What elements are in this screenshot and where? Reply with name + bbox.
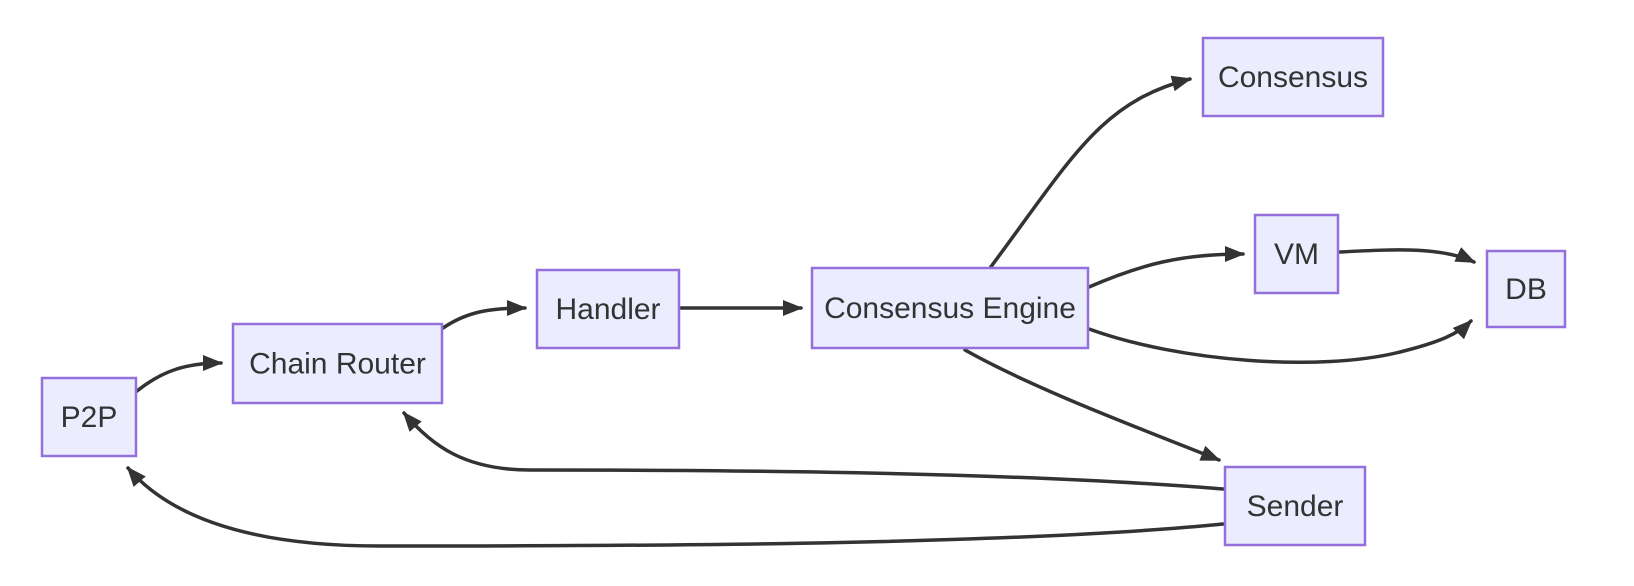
nodes-layer: P2P Chain Router Handler Consensus Engine Co… [40, 36, 1567, 547]
node-sender-label: Sender [1247, 490, 1344, 523]
node-sender: Sender [1223, 465, 1367, 547]
node-vm-box [1253, 213, 1340, 295]
node-db-box [1485, 249, 1567, 329]
node-handler-label: Handler [555, 293, 660, 326]
node-p2p-box [40, 376, 138, 458]
edge-consensus-engine-to-consensus [988, 75, 1192, 270]
edge-sender-to-p2p [126, 466, 1225, 548]
node-consensus: Consensus [1201, 36, 1385, 118]
node-chain-router-box [231, 322, 444, 405]
node-p2p-label: P2P [61, 401, 118, 434]
node-handler-box [535, 268, 681, 350]
node-vm: VM [1253, 213, 1340, 295]
node-p2p: P2P [40, 376, 138, 458]
node-vm-label: VM [1274, 238, 1319, 271]
edge-vm-to-db [1338, 247, 1476, 264]
node-db-label: DB [1505, 273, 1547, 306]
node-consensus-engine: Consensus Engine [810, 266, 1090, 350]
edge-sender-to-chain-router [402, 411, 1225, 491]
node-chain-router-label: Chain Router [249, 348, 426, 381]
node-consensus-box [1201, 36, 1385, 118]
node-consensus-engine-label: Consensus Engine [824, 292, 1076, 325]
node-consensus-label: Consensus [1218, 61, 1368, 94]
edges-layer [126, 75, 1476, 548]
edge-consensus-engine-to-db [1087, 319, 1473, 365]
node-db: DB [1485, 249, 1567, 329]
edge-p2p-to-chain-router [135, 355, 223, 393]
edge-chain-router-to-handler [441, 300, 527, 330]
node-handler: Handler [535, 268, 681, 350]
node-sender-box [1223, 465, 1367, 547]
edge-consensus-engine-to-sender [963, 348, 1221, 462]
edge-consensus-engine-to-vm [1087, 246, 1245, 289]
node-chain-router: Chain Router [231, 322, 444, 405]
node-consensus-engine-box [810, 266, 1090, 350]
